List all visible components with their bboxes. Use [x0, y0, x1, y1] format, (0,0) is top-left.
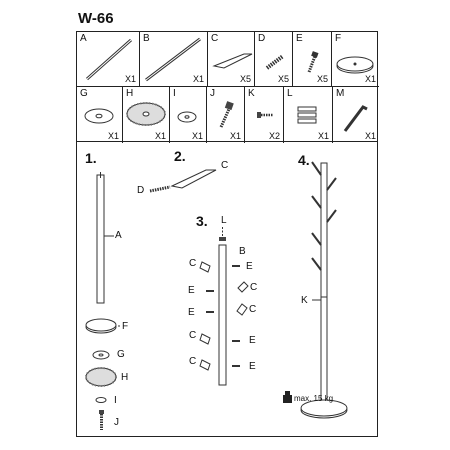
part-letter: E — [296, 33, 303, 44]
part-letter: B — [143, 33, 150, 44]
label-c-step3: C — [249, 304, 257, 315]
step-1-number: 1. — [85, 150, 97, 166]
allen-key-icon — [343, 105, 368, 132]
label-f: F — [122, 321, 129, 332]
washer-i-drawing — [95, 397, 107, 403]
part-letter: C — [211, 33, 219, 44]
long-tube-icon — [145, 37, 201, 82]
part-letter: I — [173, 88, 176, 99]
label-e-step3: E — [188, 307, 195, 318]
rod-d-drawing — [149, 185, 171, 193]
part-qty: X1 — [364, 74, 376, 84]
part-cell-g: G X1 — [77, 87, 123, 143]
part-letter: A — [80, 33, 87, 44]
part-cell-k: K X2 — [245, 87, 284, 143]
felt-pad-icon — [126, 102, 166, 126]
part-cell-f: F X1 — [332, 32, 379, 87]
label-e-step3: E — [188, 285, 195, 296]
part-cell-e: E X5 — [293, 32, 332, 87]
washer-icon — [84, 108, 114, 124]
part-letter: F — [335, 33, 342, 44]
part-qty: X2 — [268, 131, 280, 141]
label-j: J — [114, 417, 119, 428]
part-letter: D — [258, 33, 266, 44]
part-cell-m: M X1 — [333, 87, 379, 143]
hook-c-drawing — [170, 169, 217, 189]
part-qty: X1 — [191, 131, 203, 141]
part-cell-a: A X1 — [77, 32, 140, 87]
small-screw-icon — [257, 112, 273, 118]
part-letter: L — [287, 88, 293, 99]
label-a: A — [115, 230, 122, 241]
part-cell-c: C X5 — [208, 32, 255, 87]
label-d-step2: D — [137, 185, 145, 196]
part-letter: M — [336, 88, 345, 99]
washer-g-drawing — [92, 350, 110, 360]
hook-arm-icon — [212, 53, 253, 69]
part-qty: X1 — [107, 131, 119, 141]
bolt-icon — [307, 51, 319, 73]
part-letter: H — [126, 88, 134, 99]
label-c-step3: C — [189, 258, 197, 269]
label-c-step3: C — [250, 282, 258, 293]
part-cell-l: L X1 — [284, 87, 333, 143]
label-i: I — [114, 395, 117, 406]
part-qty: X5 — [277, 74, 289, 84]
hooks-step3-drawing — [199, 261, 249, 371]
cap-stack-icon — [297, 106, 317, 124]
label-c-step2: C — [221, 160, 229, 171]
threaded-rod-icon — [265, 54, 285, 70]
small-washer-icon — [177, 111, 197, 123]
part-cell-j: J X1 — [207, 87, 245, 143]
part-qty: X5 — [239, 74, 251, 84]
max-weight-label: max. 15 kg — [294, 394, 334, 403]
label-l-step3: L — [221, 215, 227, 226]
part-qty: X1 — [124, 74, 136, 84]
pole-a-drawing — [96, 172, 114, 304]
screw-icon — [219, 101, 234, 128]
weight-icon — [283, 391, 292, 403]
label-c-step3: C — [189, 330, 197, 341]
label-h: H — [121, 372, 129, 383]
part-cell-i: I X1 — [170, 87, 207, 143]
part-letter: J — [210, 88, 215, 99]
felt-pad-h-drawing — [85, 367, 117, 387]
label-b-step3: B — [239, 246, 246, 257]
model-code: W-66 — [78, 10, 114, 27]
assembly-area — [76, 142, 378, 437]
long-tube-icon — [86, 38, 132, 81]
assembled-stand-drawing — [300, 161, 348, 419]
part-qty: X1 — [364, 131, 376, 141]
step-3-number: 3. — [196, 213, 208, 229]
pole-b-drawing — [218, 227, 227, 386]
label-e-step3: E — [249, 335, 256, 346]
part-cell-d: D X5 — [255, 32, 293, 87]
part-letter: K — [248, 88, 255, 99]
base-disc-f-drawing — [85, 318, 120, 334]
part-qty: X1 — [317, 131, 329, 141]
part-cell-h: H X1 — [123, 87, 170, 143]
label-e-step3: E — [246, 261, 253, 272]
screw-j-drawing — [99, 410, 104, 430]
parts-table: A X1 B X1 C X5 D X5 E X5 F X1 G X1 H X1 … — [76, 31, 379, 143]
part-qty: X1 — [192, 74, 204, 84]
part-letter: G — [80, 88, 88, 99]
label-c-step3: C — [189, 356, 197, 367]
part-qty: X5 — [316, 74, 328, 84]
label-e-step3: E — [249, 361, 256, 372]
base-disc-icon — [336, 56, 374, 74]
label-g: G — [117, 349, 125, 360]
part-cell-b: B X1 — [140, 32, 208, 87]
part-qty: X1 — [229, 131, 241, 141]
step-4-number: 4. — [298, 152, 310, 168]
part-qty: X1 — [154, 131, 166, 141]
bolts-step3-drawing — [206, 265, 240, 367]
label-k-step4: K — [301, 295, 308, 306]
step-2-number: 2. — [174, 148, 186, 164]
